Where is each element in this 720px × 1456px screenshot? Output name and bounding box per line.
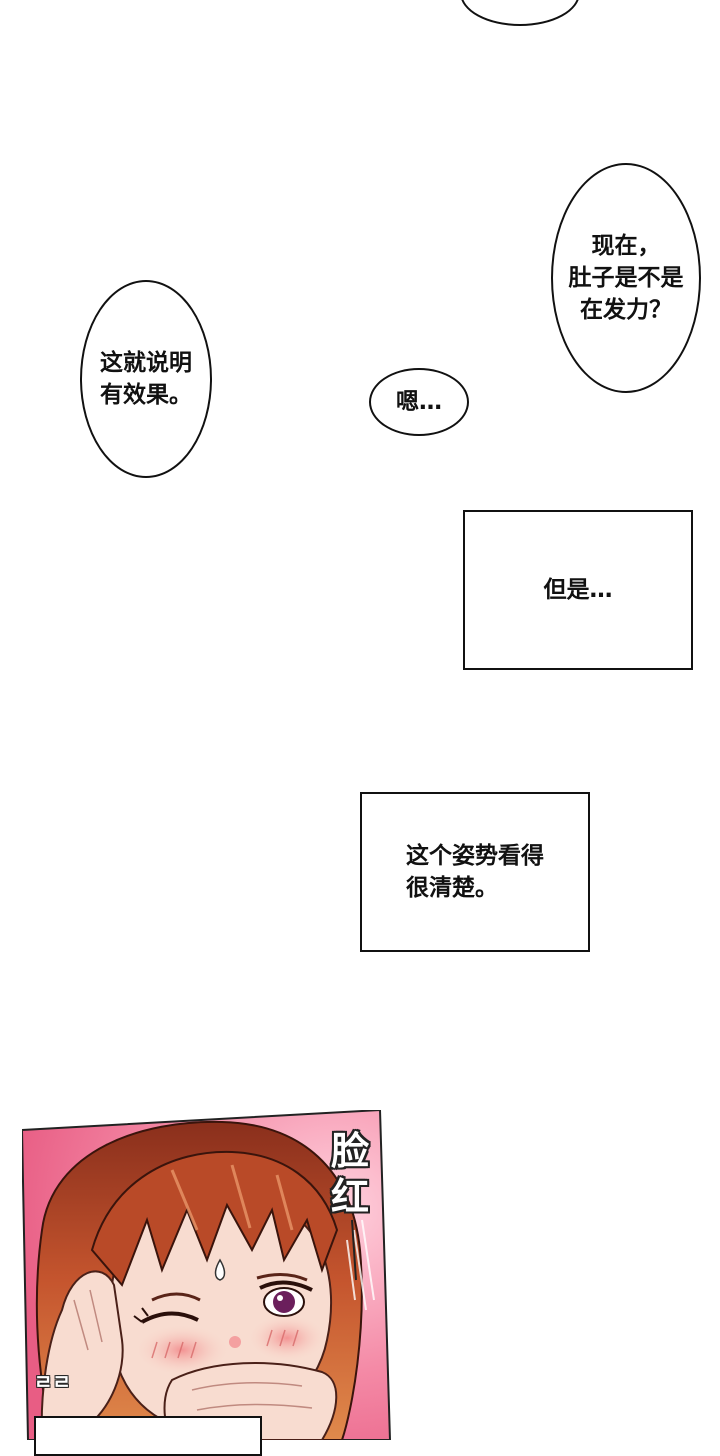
narration-box-posture: 这个姿势看得 很清楚。 — [360, 792, 590, 952]
sfx-blush-text: 脸 红 — [330, 1129, 369, 1219]
narration-box-but: 但是… — [463, 510, 693, 670]
speech-bubble-hmm: 嗯… — [369, 368, 469, 436]
speech-bubble-hmm-text: 嗯… — [396, 389, 442, 415]
speech-bubble-effect-text: 这就说明 有效果。 — [100, 350, 192, 408]
narration-box-bottom-partial — [34, 1416, 262, 1456]
speech-bubble-effect: 这就说明 有效果。 — [80, 280, 212, 478]
partial-bubble-top — [460, 0, 580, 26]
sfx-small-text: ㄹㄹ — [34, 1370, 71, 1394]
comic-panel-blushing-girl — [22, 1110, 394, 1440]
narration-box-but-text: 但是… — [543, 577, 613, 603]
narration-box-posture-text: 这个姿势看得 很清楚。 — [406, 843, 544, 901]
panel-illustration — [22, 1110, 392, 1440]
speech-bubble-now-text: 现在， 肚子是不是 在发力？ — [568, 233, 684, 323]
speech-bubble-now: 现在， 肚子是不是 在发力？ — [551, 163, 701, 393]
